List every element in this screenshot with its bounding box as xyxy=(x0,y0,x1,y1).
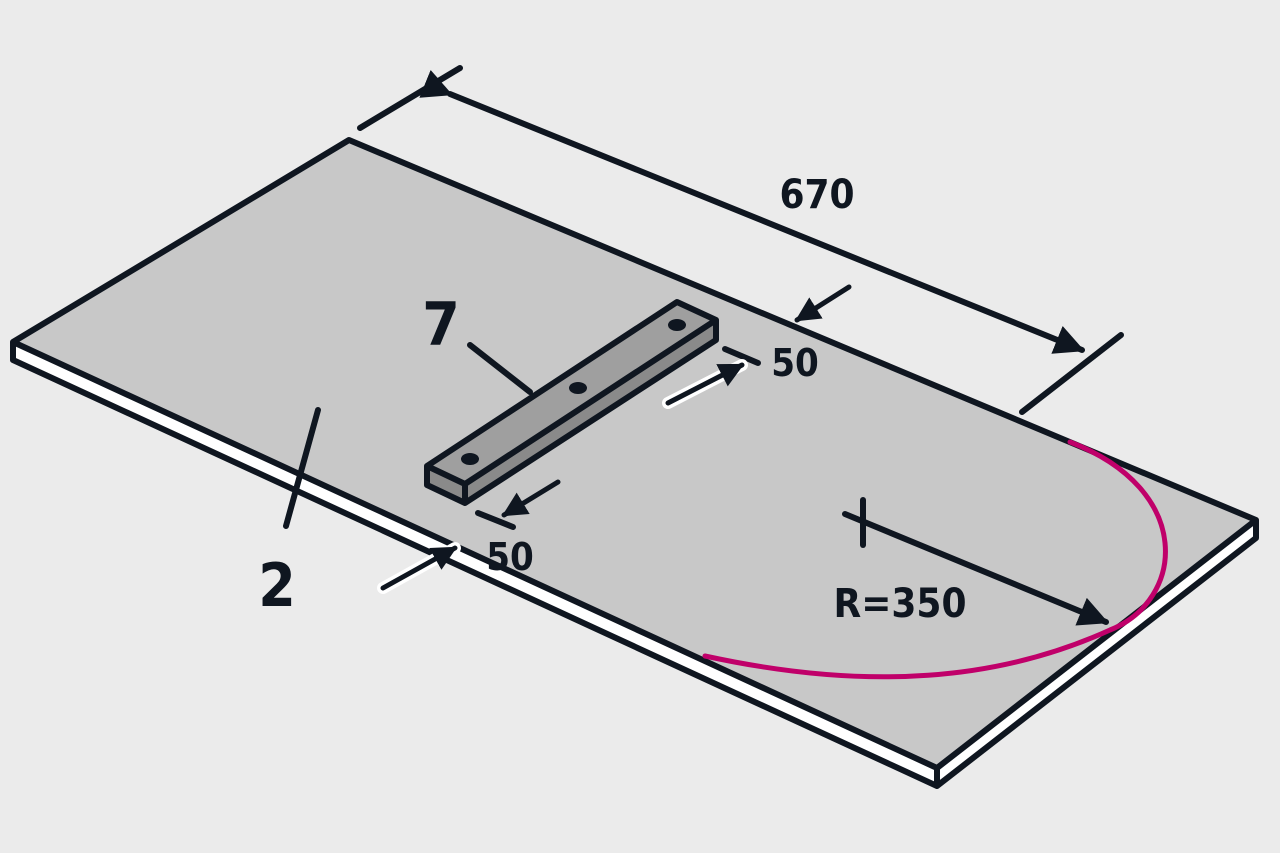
top-offset-dimension xyxy=(662,284,852,409)
part-7-leader xyxy=(467,342,533,395)
radius-arc xyxy=(702,439,1168,680)
part-2-leader xyxy=(283,407,321,529)
bottom-offset-dimension xyxy=(377,479,561,594)
screw-hole xyxy=(569,382,587,394)
length-dimension xyxy=(357,65,1124,415)
tabletop-board xyxy=(10,137,1259,789)
bottom-offset-label: 50 xyxy=(486,535,534,579)
batten-side-face xyxy=(465,320,716,503)
board-top-face xyxy=(13,140,1256,768)
length-label: 670 xyxy=(779,172,854,218)
board-front-edge xyxy=(13,342,937,786)
screw-hole xyxy=(668,319,686,331)
batten-end-face xyxy=(427,466,465,503)
screw-hole xyxy=(461,453,479,465)
top-offset-label: 50 xyxy=(771,341,819,385)
part-7-label: 7 xyxy=(422,290,460,360)
part-2-label: 2 xyxy=(258,551,296,621)
radius-dimension xyxy=(842,497,1109,626)
board-right-edge xyxy=(937,520,1256,786)
radius-label: R=350 xyxy=(834,581,967,627)
